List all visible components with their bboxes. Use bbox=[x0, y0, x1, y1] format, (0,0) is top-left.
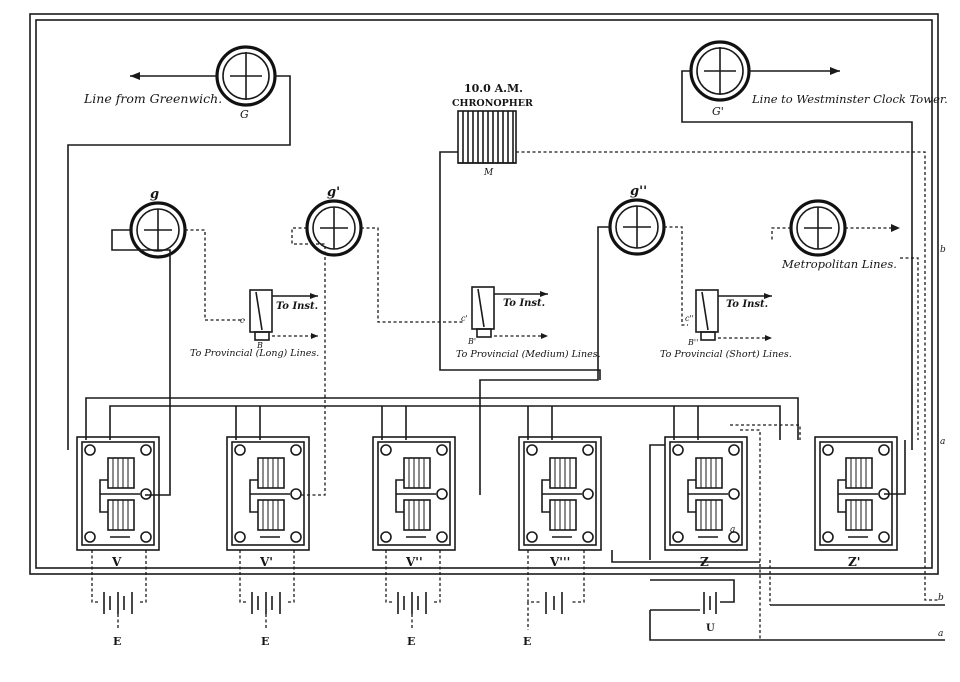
label-G-prime: G' bbox=[712, 105, 724, 118]
label-chronopher-M: M bbox=[483, 168, 494, 178]
bus-wire-lower bbox=[109, 405, 781, 440]
bus-wire-upper bbox=[85, 397, 799, 440]
to-inst-arrow-1 bbox=[310, 293, 318, 299]
g-prime-right-wire bbox=[361, 227, 465, 323]
battery-3 bbox=[385, 550, 441, 630]
relay-V bbox=[76, 436, 160, 551]
westminster-wire bbox=[681, 70, 913, 450]
edge-line-1 bbox=[924, 560, 940, 601]
label-switch-B-prime: B' bbox=[467, 337, 476, 346]
g-dprime-left-wire bbox=[479, 226, 610, 495]
battery-1 bbox=[91, 550, 147, 630]
galvanometer-g-dprime bbox=[608, 198, 666, 256]
label-edge-mark-2: a bbox=[940, 437, 945, 447]
label-relay-V-prime: V' bbox=[259, 555, 273, 569]
relay-Z bbox=[664, 436, 748, 551]
metropolitan-arrow bbox=[891, 224, 900, 232]
label-metropolitan-lines: Metropolitan Lines. bbox=[781, 257, 897, 271]
g-left-wire bbox=[111, 229, 171, 496]
metropolitan-wire-down bbox=[900, 257, 919, 440]
relay-V-prime bbox=[226, 436, 310, 551]
label-to-inst-1: To Inst. bbox=[276, 301, 318, 312]
battery-U bbox=[611, 550, 760, 641]
battery-2 bbox=[239, 550, 295, 630]
chronopher-wire-left bbox=[439, 151, 601, 380]
westminster-arrow bbox=[830, 67, 840, 75]
label-to-inst-2: To Inst. bbox=[503, 298, 545, 309]
label-switch-c-prime: c' bbox=[461, 314, 468, 323]
label-battery-1: E bbox=[113, 635, 121, 648]
to-inst-arrow-3 bbox=[764, 293, 772, 299]
label-g-dprime: g'' bbox=[630, 184, 647, 199]
label-edge-mark-1: b bbox=[940, 245, 946, 255]
label-battery-4: E bbox=[523, 635, 531, 648]
label-chronopher-name: CHRONOPHER bbox=[452, 98, 533, 109]
galvanometer-metropolitan bbox=[789, 199, 847, 257]
galvanometer-g-prime bbox=[305, 199, 363, 257]
battery-4 bbox=[527, 550, 585, 630]
label-battery-3: E bbox=[407, 635, 415, 648]
label-switch-c: c bbox=[240, 316, 245, 325]
label-to-inst-3: To Inst. bbox=[726, 299, 768, 310]
label-edge-mark-3: b bbox=[938, 593, 944, 603]
g-prime-left-wire bbox=[291, 227, 326, 496]
label-edge-mark-4: a bbox=[938, 629, 943, 639]
to-provincial-long-arrow bbox=[311, 333, 318, 339]
label-line-from-greenwich: Line from Greenwich. bbox=[83, 91, 222, 106]
label-g-prime: g' bbox=[327, 185, 340, 200]
chronopher-clock bbox=[457, 110, 517, 164]
g-dprime-right-wire bbox=[664, 226, 688, 326]
outer-frame bbox=[29, 13, 939, 575]
to-provincial-short-arrow bbox=[765, 335, 772, 341]
inner-frame bbox=[35, 19, 933, 569]
switch-medium bbox=[471, 286, 495, 338]
label-to-provincial-medium: To Provincial (Medium) Lines. bbox=[456, 349, 601, 360]
label-battery-2: E bbox=[261, 635, 269, 648]
greenwich-arrow bbox=[130, 72, 140, 80]
label-switch-B: B bbox=[256, 341, 263, 350]
relay-V-tprime bbox=[518, 436, 602, 551]
relay-V-dprime bbox=[372, 436, 456, 551]
label-to-provincial-short: To Provincial (Short) Lines. bbox=[660, 349, 792, 360]
z-prime-side-wire bbox=[884, 440, 906, 495]
metropolitan-left-wire bbox=[771, 227, 791, 240]
z-left-wire bbox=[649, 444, 665, 560]
to-inst-arrow-2 bbox=[540, 291, 548, 297]
label-relay-mark: a bbox=[730, 525, 735, 535]
galvanometer-G bbox=[215, 45, 277, 107]
label-relay-Z-prime: Z' bbox=[848, 555, 860, 569]
z-right-dash bbox=[740, 429, 761, 640]
galvanometer-g bbox=[129, 201, 187, 259]
relay-Z-prime bbox=[814, 436, 898, 551]
label-line-to-westminster: Line to Westminster Clock Tower. bbox=[751, 92, 948, 106]
galvanometer-G-prime bbox=[689, 40, 751, 102]
switch-short bbox=[695, 289, 719, 341]
bus-drops bbox=[235, 406, 699, 440]
label-battery-U: U bbox=[706, 623, 715, 634]
label-g: g bbox=[150, 187, 159, 202]
to-provincial-medium-arrow bbox=[541, 333, 548, 339]
label-switch-c-dprime: c'' bbox=[685, 314, 694, 323]
z-top-dash bbox=[730, 424, 801, 440]
switch-long bbox=[249, 289, 273, 341]
chronopher-wire-right bbox=[516, 151, 926, 560]
label-relay-V: V bbox=[111, 555, 122, 569]
label-relay-V-dprime: V'' bbox=[405, 555, 423, 569]
label-relay-V-tprime: V''' bbox=[549, 555, 570, 569]
label-to-provincial-long: To Provincial (Long) Lines. bbox=[190, 348, 319, 359]
g-right-wire bbox=[185, 229, 245, 321]
greenwich-wire bbox=[67, 75, 291, 450]
label-switch-B-dprime: B'' bbox=[687, 338, 698, 347]
label-chronopher-time: 10.0 A.M. bbox=[464, 82, 523, 95]
label-G: G bbox=[240, 108, 249, 121]
